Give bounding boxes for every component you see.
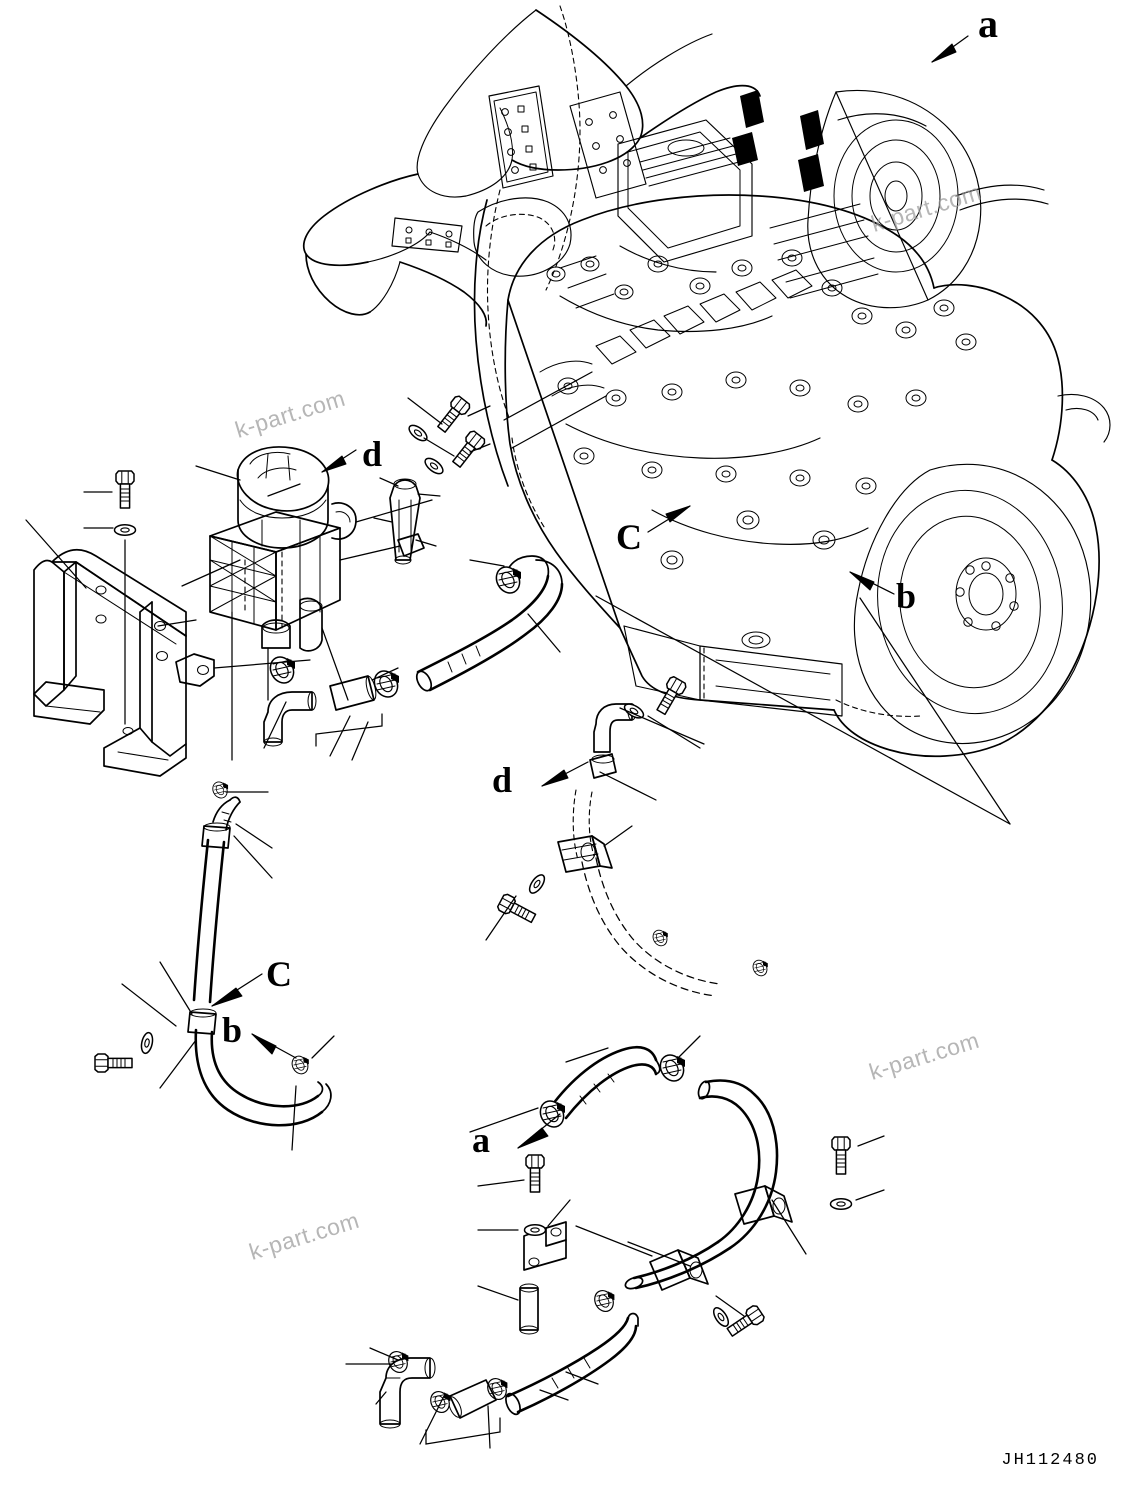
short-sleeve <box>448 1379 497 1419</box>
callout-c-lower-left: C <box>266 954 292 994</box>
callout-a-top-right: a <box>978 1 998 46</box>
callout-d-mid: d <box>492 760 513 800</box>
hose-bottom-clamp-4 <box>384 1347 412 1377</box>
leader-lines <box>25 371 1011 1449</box>
pump-unit <box>209 446 357 652</box>
engine-surface-detail <box>539 203 879 397</box>
hose-bottom-left <box>548 1046 661 1120</box>
fan-blade-plate-2 <box>569 91 647 199</box>
bracket-bolt <box>115 470 135 509</box>
hose-ll-clamp-top <box>209 778 231 802</box>
hose-lower-right <box>557 703 771 997</box>
pump-bolt-2 <box>448 428 488 471</box>
hose-lower-left <box>187 796 332 1127</box>
hose-bottom-long <box>505 1312 639 1416</box>
drawing-number: JH112480 <box>1001 1451 1099 1470</box>
hose-lr-bolt-lower <box>495 892 539 928</box>
callout-d-pump: d <box>362 434 383 474</box>
elbow-fitting <box>263 691 317 747</box>
mounting-bracket <box>33 548 215 777</box>
callout-c-engine: C <box>616 517 642 557</box>
pump-washer-2 <box>421 454 447 478</box>
bottom-washer-1 <box>523 1224 547 1236</box>
hose-bottom-left-clamp-b <box>655 1050 689 1086</box>
callout-b-engine: b <box>896 576 917 616</box>
pump-bolt-1 <box>433 393 473 436</box>
support-bracket-small <box>523 1221 567 1271</box>
link-rod-nut <box>397 533 425 557</box>
clamp-mid-1 <box>265 652 299 688</box>
engine-assembly <box>504 89 1111 758</box>
bottom-bolt-2 <box>831 1136 851 1175</box>
fan-blade-plate-1 <box>488 85 554 189</box>
hose-ll-bolt <box>94 1053 133 1073</box>
sleeve-part <box>329 675 377 711</box>
bracket-washer <box>113 524 137 536</box>
bottom-bolt-3 <box>723 1303 767 1341</box>
hose-lr-washer-lower <box>525 871 549 897</box>
hose-ll-washer <box>138 1030 156 1056</box>
hose-bottom-clamp-3 <box>426 1387 454 1417</box>
bottom-washer-3 <box>710 1304 732 1330</box>
callout-arrows <box>211 35 969 1149</box>
bottom-bolt-1 <box>525 1154 545 1193</box>
bottom-washer-2 <box>829 1198 853 1210</box>
hose-upper <box>415 555 564 692</box>
hose-bottom-left-clamp-a <box>535 1096 569 1132</box>
pump-washer-1 <box>405 421 431 445</box>
hose-ll-clamp-bottom <box>288 1052 312 1078</box>
clamp-mid-2 <box>369 666 403 702</box>
callout-a-bottom: a <box>472 1120 490 1160</box>
fan-blade-plate-3 <box>391 217 463 253</box>
callout-b-lower-left: b <box>222 1010 243 1050</box>
hose-upper-clamp <box>491 562 525 598</box>
cooling-fan <box>302 5 761 487</box>
engine-fasteners <box>546 249 977 570</box>
elbow-bottom <box>379 1357 436 1429</box>
spacer-pin <box>519 1283 539 1335</box>
tube-assembly <box>624 1079 793 1291</box>
engine-injector-pods <box>732 90 824 192</box>
flywheel-housing <box>853 463 1092 745</box>
hose-bottom-clamp-2 <box>590 1286 618 1316</box>
